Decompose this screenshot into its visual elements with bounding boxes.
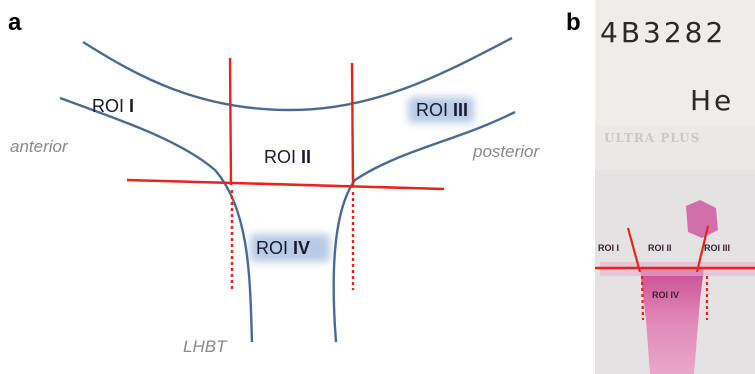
slide-roi-4-label: ROI IV	[652, 290, 679, 300]
slide-roi-1-label: ROI I	[598, 243, 619, 253]
roi-4-label: ROI IV	[256, 238, 310, 258]
panel-a: a ROI I ROI II ROI III ROI IV anterior p…	[8, 9, 540, 356]
cut-line-horizontal	[126, 178, 445, 191]
slide-cut-left	[626, 227, 642, 273]
slide-cut-left-dotted	[640, 275, 645, 321]
panel-b: b 4B3282 He ULTRA PLUS ROI I ROI II ROI …	[566, 0, 755, 374]
anterior-label: anterior	[10, 137, 69, 156]
roi-4-highlight	[250, 234, 330, 262]
roi-3-highlight	[408, 97, 474, 123]
slide-label-area	[595, 0, 755, 126]
tissue-main-piece	[640, 268, 704, 374]
slide-frost-band	[595, 126, 755, 170]
slide-roi-2-label: ROI II	[648, 243, 672, 253]
cut-line-right-vertical	[350, 62, 355, 188]
slide-roi-3-label: ROI III	[704, 243, 730, 253]
slide-handwriting-id: 4B3282	[600, 16, 726, 49]
tendon-top-outline	[82, 36, 513, 112]
slide-brand-text: ULTRA PLUS	[604, 131, 700, 145]
panel-a-letter: a	[8, 9, 22, 36]
panel-b-letter: b	[566, 9, 581, 36]
tissue-top-piece	[686, 200, 718, 238]
roi-3-label: ROI III	[416, 100, 468, 120]
tendon-left-outline	[59, 96, 254, 343]
tendon-right-outline	[332, 110, 516, 343]
posterior-label: posterior	[472, 142, 540, 161]
roi-1-label: ROI I	[92, 96, 134, 116]
slide-cut-right	[695, 225, 710, 273]
roi-2-label: ROI II	[264, 147, 311, 167]
cut-line-left-vertical	[228, 57, 233, 186]
lhbt-label: LHBT	[183, 337, 228, 356]
slide-handwriting-stain: He	[690, 84, 734, 117]
